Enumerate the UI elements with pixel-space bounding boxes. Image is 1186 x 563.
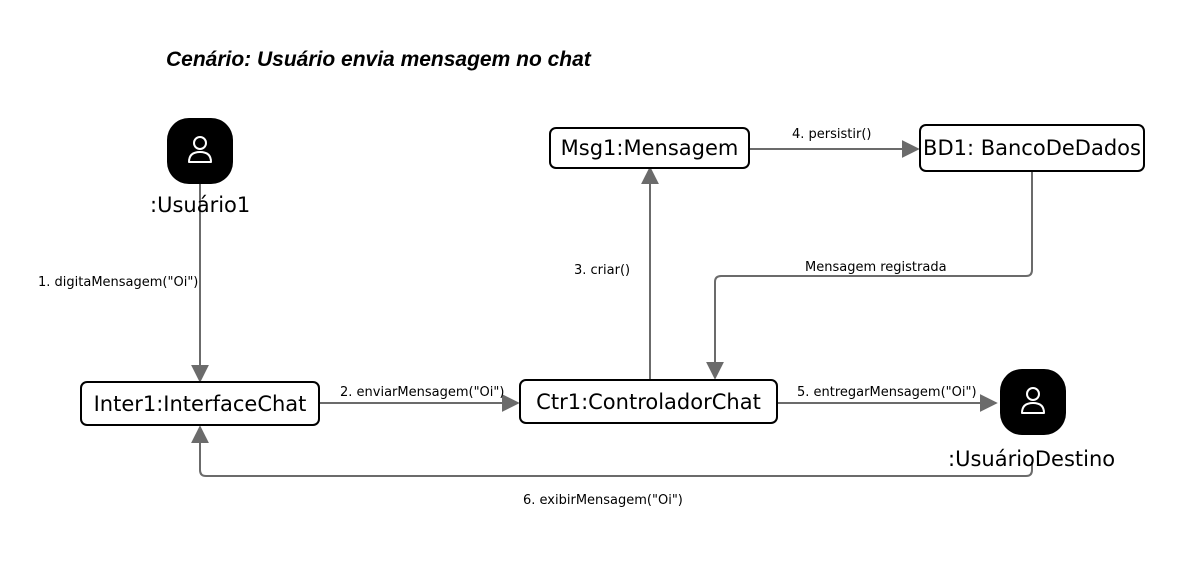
edge-exibirMensagem (191, 425, 1033, 477)
actor-usuario1 (167, 118, 233, 184)
actor-usuario-destino-label: :UsuárioDestino (948, 447, 1116, 471)
object-mensagem: Msg1:Mensagem (549, 127, 750, 169)
diagram-title: Cenário: Usuário envia mensagem no chat (166, 48, 591, 71)
object-banco-de-dados: BD1: BancoDeDados (919, 124, 1145, 172)
object-controlador-chat: Ctr1:ControladorChat (519, 379, 778, 424)
message-label-4: 4. persistir() (792, 127, 872, 142)
message-label-3: 3. criar() (574, 263, 631, 278)
message-label-1: 1. digitaMensagem("Oi") (38, 275, 199, 290)
user-icon (188, 136, 212, 163)
user-icon (1021, 387, 1045, 414)
actor-usuario-destino (1000, 369, 1066, 435)
actor-usuario1-label: :Usuário1 (150, 193, 251, 217)
message-label-return: Mensagem registrada (805, 260, 947, 275)
object-interface-chat: Inter1:InterfaceChat (80, 381, 320, 426)
message-label-2: 2. enviarMensagem("Oi") (340, 385, 505, 400)
edge-mensagem-registrada (706, 172, 1033, 380)
message-label-5: 5. entregarMensagem("Oi") (797, 385, 977, 400)
message-label-6: 6. exibirMensagem("Oi") (523, 493, 683, 508)
